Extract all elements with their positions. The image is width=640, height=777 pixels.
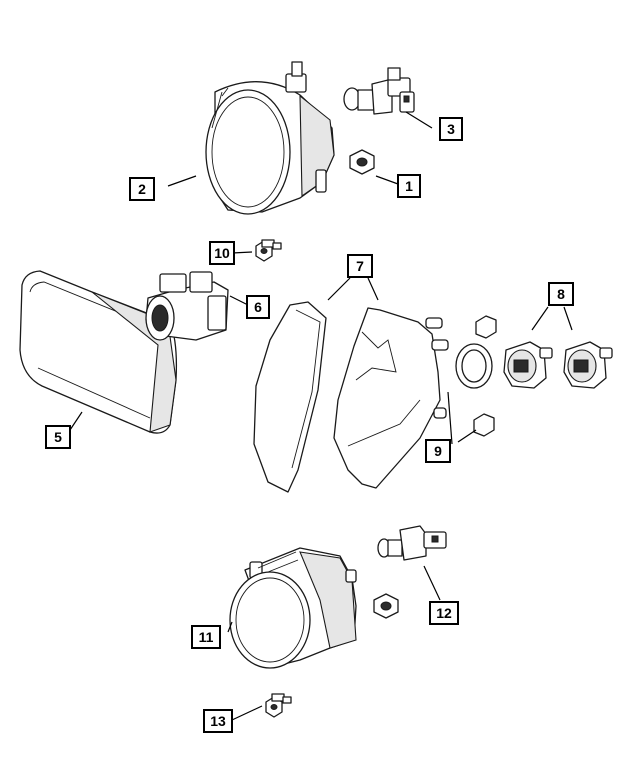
gasket: [455, 343, 493, 389]
callout-11: 11: [191, 625, 221, 649]
callout-10-label: 10: [214, 245, 230, 261]
callout-11-label: 11: [199, 629, 214, 645]
lamp-housing: [333, 307, 449, 489]
callout-7: 7: [347, 254, 373, 278]
callout-3: 3: [439, 117, 463, 141]
lamp-lens: [253, 301, 327, 493]
fog-lamp-retainer: [373, 593, 399, 619]
callout-8-label: 8: [557, 286, 565, 302]
screw-10: [255, 239, 282, 262]
callout-13-label: 13: [210, 713, 226, 729]
headlamp-bulb: [343, 67, 415, 115]
side-lamp-socket: [145, 271, 229, 341]
callout-10: 10: [209, 241, 235, 265]
callout-6-label: 6: [254, 299, 262, 315]
retainer: [349, 149, 375, 175]
callout-6: 6: [246, 295, 270, 319]
screw-13: [265, 693, 292, 718]
headlamp-assembly: [205, 61, 335, 215]
socket-right: [563, 341, 613, 389]
fog-lamp: [229, 547, 357, 669]
clip-lower: [473, 413, 495, 437]
callout-12-label: 12: [436, 605, 452, 621]
side-lamp: [19, 270, 178, 434]
callout-7-label: 7: [356, 258, 364, 274]
callout-1-label: 1: [405, 178, 413, 194]
socket-left: [503, 341, 553, 389]
callout-12: 12: [429, 601, 459, 625]
callout-1: 1: [397, 174, 421, 198]
callout-5-label: 5: [54, 429, 62, 445]
callout-3-label: 3: [447, 121, 455, 137]
callout-2-label: 2: [138, 181, 146, 197]
clip-upper: [475, 315, 497, 339]
callout-2: 2: [129, 177, 155, 201]
callout-9-label: 9: [434, 443, 442, 459]
callout-5: 5: [45, 425, 71, 449]
callout-8: 8: [548, 282, 574, 306]
callout-9: 9: [425, 439, 451, 463]
callout-13: 13: [203, 709, 233, 733]
fog-lamp-bulb: [377, 525, 447, 561]
